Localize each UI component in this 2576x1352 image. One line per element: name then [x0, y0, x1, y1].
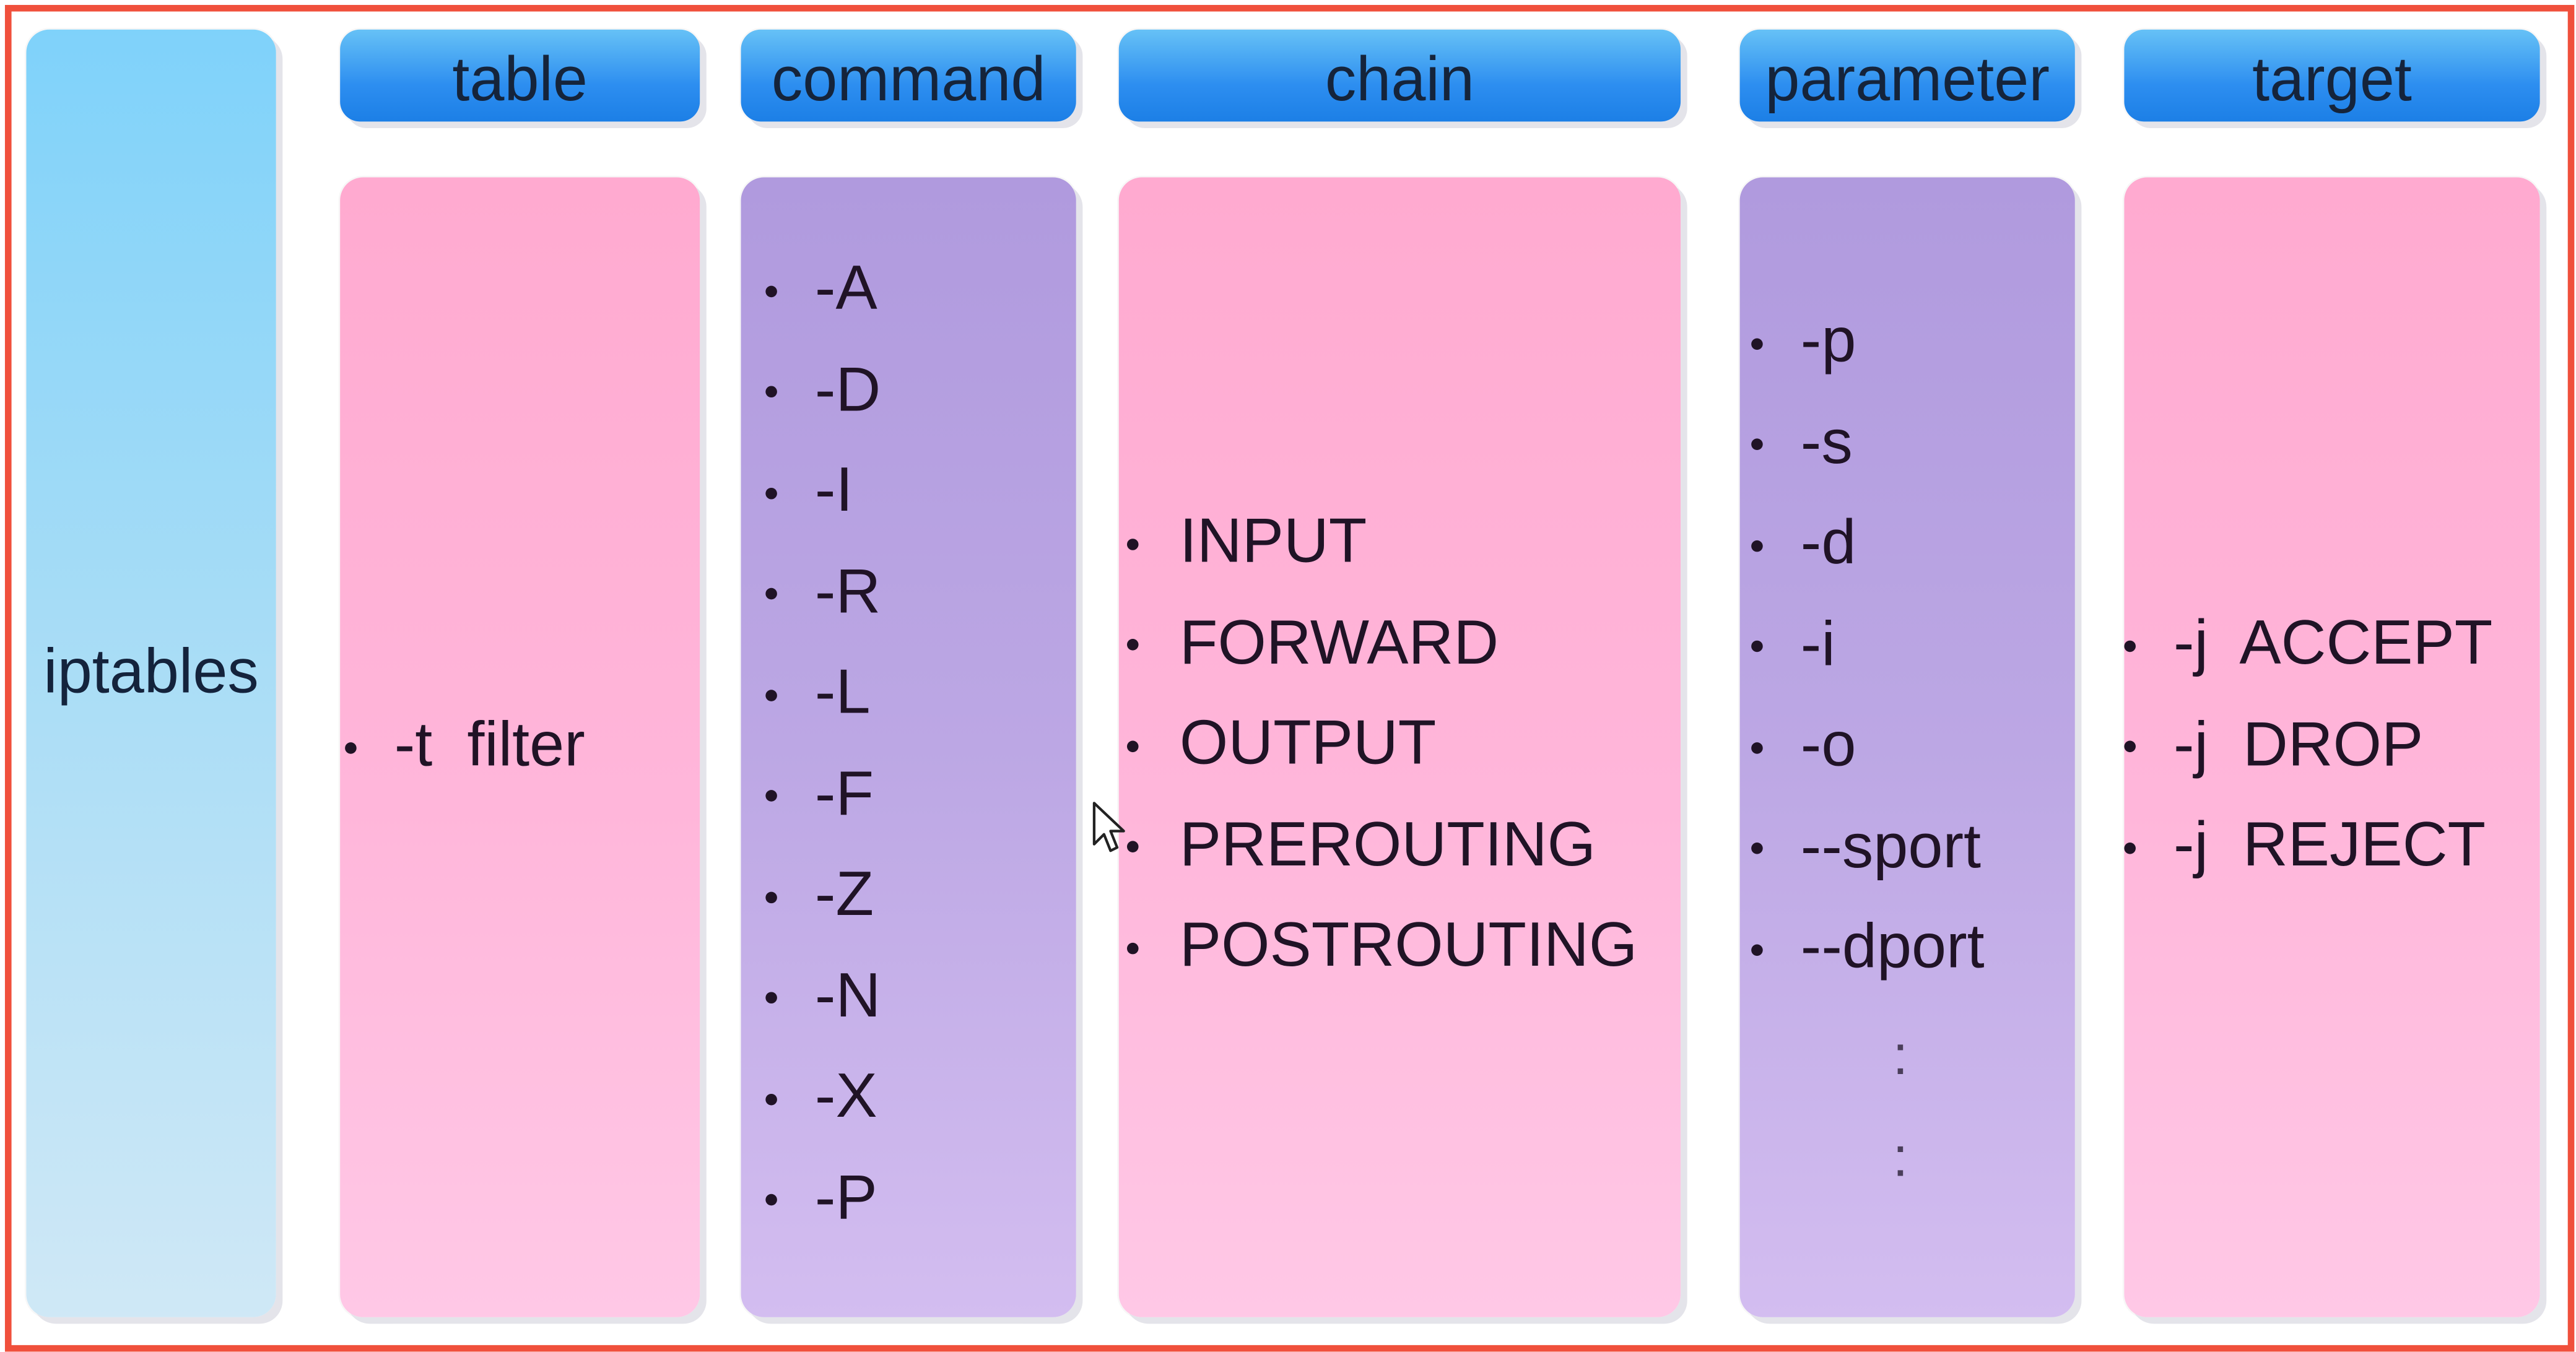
chain-item: INPUT	[1126, 493, 1637, 594]
command-item: -N	[765, 947, 881, 1047]
parameter-item: -s	[1751, 393, 1985, 494]
header-target: target	[2124, 29, 2540, 122]
bullet-icon	[765, 487, 777, 499]
header-chain: chain	[1118, 29, 1681, 122]
bullet-icon	[1751, 742, 1763, 754]
target-item: -j DROP	[2124, 696, 2492, 797]
bullet-icon	[1126, 740, 1139, 752]
command-item: -A	[765, 240, 881, 340]
column-parameter	[1739, 177, 2075, 1317]
parameter-ellipsis-2: :	[1892, 1126, 1908, 1189]
parameter-item: -o	[1751, 696, 1985, 797]
target-item: -j REJECT	[2124, 797, 2492, 898]
chain-item: OUTPUT	[1126, 695, 1637, 795]
chain-item: PREROUTING	[1126, 795, 1637, 896]
bullet-icon	[345, 742, 357, 754]
bullet-icon	[1751, 943, 1763, 956]
parameter-list: -p -s -d -i -o --sport --dport	[1751, 292, 1985, 999]
bullet-icon	[2124, 640, 2136, 652]
target-item: -j ACCEPT	[2124, 594, 2492, 695]
parameter-item: --dport	[1751, 898, 1985, 999]
bullet-icon	[1126, 538, 1139, 550]
bullet-icon	[1751, 337, 1763, 350]
bullet-icon	[1751, 439, 1763, 451]
bullet-icon	[1126, 639, 1139, 651]
iptables-panel: iptables	[26, 29, 276, 1317]
target-list: -j ACCEPT -j DROP -j REJECT	[2124, 594, 2492, 897]
table-list: -t filter	[345, 696, 585, 797]
bullet-icon	[765, 790, 777, 802]
bullet-icon	[765, 689, 777, 701]
header-table: table	[340, 29, 700, 122]
chain-list: INPUT FORWARD OUTPUT PREROUTING POSTROUT…	[1126, 493, 1637, 998]
bullet-icon	[765, 1093, 777, 1105]
bullet-icon	[1751, 843, 1763, 855]
iptables-label: iptables	[43, 638, 259, 708]
column-command	[741, 177, 1076, 1317]
bullet-icon	[1751, 540, 1763, 552]
bullet-icon	[1751, 641, 1763, 652]
command-item: -L	[765, 644, 881, 745]
bullet-icon	[765, 1194, 777, 1207]
parameter-item: -p	[1751, 292, 1985, 393]
header-parameter: parameter	[1739, 29, 2075, 122]
bullet-icon	[765, 992, 777, 1004]
parameter-item: -d	[1751, 495, 1985, 596]
column-table	[340, 177, 700, 1317]
mouse-pointer-icon	[1092, 802, 1125, 852]
bullet-icon	[765, 891, 777, 903]
bullet-icon	[1126, 841, 1139, 853]
command-item: -Z	[765, 846, 881, 947]
command-item: -R	[765, 543, 881, 644]
bullet-icon	[2124, 842, 2136, 854]
column-chain	[1118, 177, 1681, 1317]
command-item: -I	[765, 442, 881, 543]
bullet-icon	[765, 386, 777, 398]
chain-item: FORWARD	[1126, 594, 1637, 695]
header-command: command	[741, 29, 1076, 122]
command-item: -X	[765, 1048, 881, 1149]
command-item: -P	[765, 1149, 881, 1250]
table-item: -t filter	[345, 696, 585, 797]
bullet-icon	[765, 588, 777, 600]
chain-item: POSTROUTING	[1126, 897, 1637, 998]
parameter-item: -i	[1751, 596, 1985, 696]
command-item: -F	[765, 745, 881, 846]
parameter-item: --sport	[1751, 797, 1985, 898]
bullet-icon	[1126, 942, 1139, 954]
column-target	[2124, 177, 2540, 1317]
bullet-icon	[765, 285, 777, 297]
command-item: -D	[765, 341, 881, 442]
command-list: -A -D -I -R -L -F -Z -N -X -P	[765, 240, 881, 1250]
bullet-icon	[2124, 741, 2136, 753]
parameter-ellipsis-1: :	[1892, 1025, 1908, 1088]
